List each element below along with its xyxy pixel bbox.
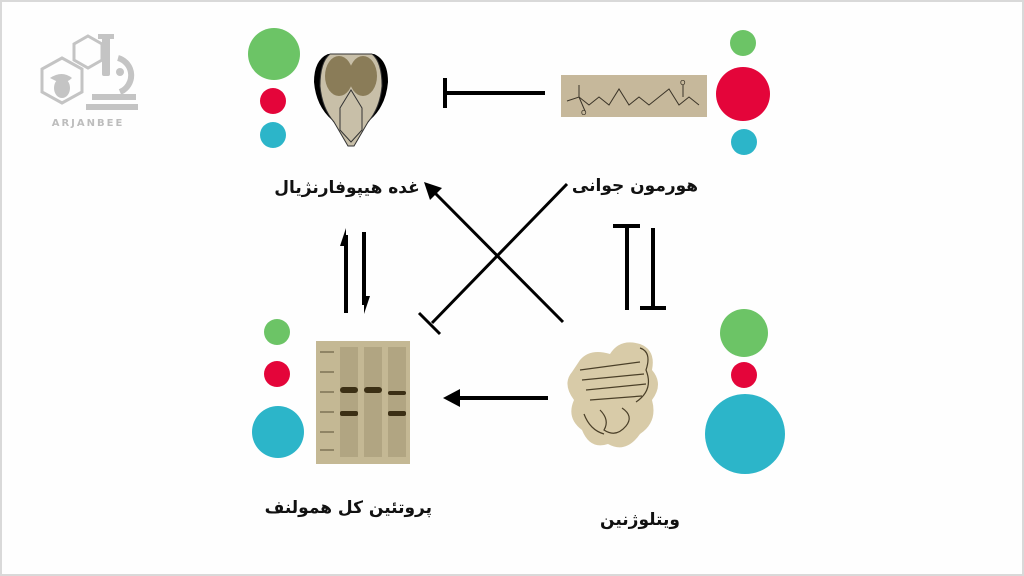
cyan-circle (260, 122, 286, 148)
mutual-inhibition-jh-vg (613, 224, 666, 310)
label-hemolymph-protein: پروتئین کل همولنف (264, 498, 432, 518)
bee-head-icon (314, 53, 388, 147)
watermark-text: ARJANBEE (51, 118, 125, 129)
cyan-circle (731, 129, 757, 155)
protein-gel-icon (316, 341, 410, 464)
protein-structure-icon (567, 342, 658, 448)
green-circle (264, 319, 290, 345)
cyan-circle (705, 394, 785, 474)
svg-text:O: O (581, 109, 587, 117)
label-hypopharyngeal-gland: غده هیپوفارنژیال (274, 178, 420, 198)
activate-arrow-vg-to-hemolymph (443, 389, 548, 407)
cyan-circle (252, 406, 304, 458)
red-circle (264, 361, 290, 387)
green-circle (720, 309, 768, 357)
green-circle (730, 30, 756, 56)
green-circle (248, 28, 300, 80)
activate-arrow-vg-to-gland (424, 182, 565, 324)
label-juvenile-hormone: هورمون جوانی (571, 176, 699, 196)
bidirectional-harpoons-gland-hemolymph (340, 228, 370, 314)
label-vitellogenin: ویتلوژنین (600, 510, 680, 530)
red-circle (716, 67, 770, 121)
inhibit-arrow-jh-to-gland (443, 78, 545, 108)
red-circle (260, 88, 286, 114)
inhibit-arrow-jh-to-hemolymph (417, 182, 569, 336)
chemical-structure-icon: O O (561, 75, 707, 117)
svg-text:O: O (680, 79, 686, 87)
red-circle (731, 362, 757, 388)
arjanbee-logo-icon (40, 34, 138, 110)
